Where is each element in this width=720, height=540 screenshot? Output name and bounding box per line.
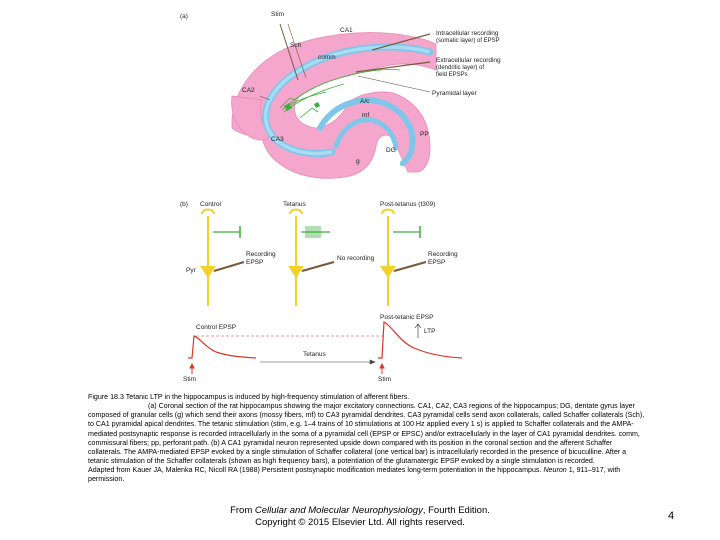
tetanus-arrow	[260, 359, 376, 365]
extracellular-electrode-a	[355, 61, 431, 73]
footer-suffix: , Fourth Edition.	[422, 505, 490, 516]
extracellular-label-2: (dendritic layer) of	[436, 65, 484, 71]
pyr-label: Pyr	[186, 267, 197, 274]
recording-label-control: Recording	[246, 251, 276, 258]
pp-label: PP	[420, 131, 429, 138]
caption-adapted: Adapted from Kauer JA, Malenka RC, Nicol…	[88, 466, 542, 475]
ca1-label: CA1	[340, 27, 353, 34]
ca3-neuron	[284, 103, 292, 111]
neuron-control	[200, 208, 241, 306]
panel-a-leader-lines	[259, 75, 431, 101]
tetanus-trace-label: Tetanus	[303, 351, 327, 358]
recording-label-post: Recording	[428, 251, 458, 258]
post-tetanic-epsp-trace	[378, 321, 463, 359]
ca3-label: CA3	[271, 136, 284, 143]
caption-title: Figure 18.3 Tetanic LTP in the hippocamp…	[88, 393, 410, 401]
control-epsp-trace	[188, 335, 257, 359]
dentate-gyrus-layer-2	[333, 117, 399, 151]
sch-label: Sch	[290, 42, 302, 49]
footer-copyright: Copyright © 2015 Elsevier Ltd. All right…	[255, 517, 465, 528]
hippocampus-ltp-figure: (a) Stim CA1 Intracellular recording (so…	[180, 11, 501, 383]
stim-label-post: Stim	[378, 376, 391, 383]
recording-electrodes-b	[213, 260, 427, 273]
ltp-arrow	[414, 323, 422, 338]
assoc-label: A/c	[360, 98, 370, 105]
caption-citation: Adapted from Kauer JA, Malenka RC, Nicol…	[88, 466, 648, 484]
intracellular-label-2: (somatic layer) of EPSP	[436, 38, 500, 44]
g-label: g	[356, 158, 360, 165]
pyramidal-cell-layer-inner	[263, 45, 431, 156]
panel-a-tag: (a)	[180, 13, 188, 20]
footer-prefix: From	[230, 505, 255, 516]
caption-body: (a) Coronal section of the rat hippocamp…	[88, 402, 645, 466]
intracellular-label-1: Intracellular recording	[436, 30, 499, 37]
epsp-label-post: EPSP	[428, 259, 445, 266]
epsp-traces	[188, 321, 463, 359]
post-tetanus-column-label: Post-tetanus (t309)	[380, 201, 435, 208]
stim-label-a: Stim	[271, 11, 284, 18]
neuron-tetanus	[288, 208, 330, 306]
epsp-label-control: EPSP	[246, 259, 263, 266]
ca2-lobe	[231, 95, 271, 141]
no-recording-label: No recording	[337, 255, 375, 262]
ca3-neuron-2	[314, 102, 320, 108]
mf-label: mf	[362, 112, 369, 119]
post-tetanic-epsp-label: Post-tetanic EPSP	[380, 314, 433, 321]
slide-footer: From Cellular and Molecular Neurophysiol…	[200, 505, 520, 529]
schaffer-collaterals	[279, 69, 401, 119]
stim-markers	[189, 362, 385, 374]
stim-electrode-a-2	[287, 23, 307, 79]
stim-electrode-a	[279, 23, 299, 81]
control-epsp-label: Control EPSP	[196, 324, 236, 331]
dg-label: DG	[386, 147, 396, 154]
extracellular-label-3: field EPSPs	[436, 72, 468, 78]
panel-b-tag: (b)	[180, 201, 188, 208]
pyramidal-layer-label: Pyramidal layer	[432, 90, 478, 97]
caption-citation-end: 1, 911–917, with permission.	[88, 466, 621, 484]
figure-caption: Figure 18.3 Tetanic LTP in the hippocamp…	[88, 393, 648, 485]
comm-label: comm	[318, 54, 336, 61]
tetanus-column-label: Tetanus	[283, 201, 307, 208]
neuron-post-tetanus	[380, 208, 421, 306]
dentate-gyrus-layer	[317, 96, 416, 167]
page-number: 4	[668, 510, 675, 522]
control-column-label: Control	[200, 201, 222, 208]
caption-journal: Neuron	[543, 466, 567, 475]
stim-label-control: Stim	[183, 376, 196, 383]
footer-book-title: Cellular and Molecular Neurophysiology	[254, 505, 423, 516]
footer-source: From Cellular and Molecular Neurophysiol…	[200, 505, 520, 517]
extracellular-label-1: Extracellular recording	[436, 57, 501, 64]
ltp-label: LTP	[424, 328, 435, 335]
ca2-label: CA2	[242, 87, 255, 94]
intracellular-electrode-a	[371, 33, 431, 51]
